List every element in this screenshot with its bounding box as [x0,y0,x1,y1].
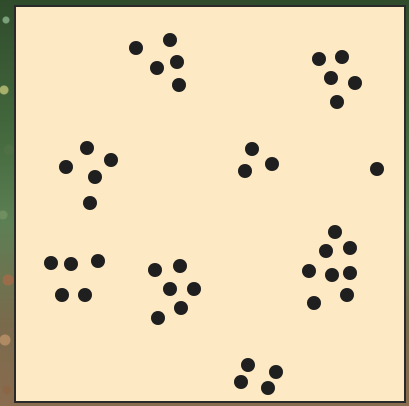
cluster-top-right [312,50,362,109]
dot [241,358,255,372]
dot [234,375,248,389]
cluster-lower-center-left [148,259,201,325]
dot [238,164,252,178]
cluster-bottom-center [234,358,283,395]
cluster-mid-left [59,141,118,210]
dot [59,160,73,174]
cluster-top-left [129,33,186,92]
dot [148,263,162,277]
dot [150,61,164,75]
dots-canvas [16,7,408,405]
dot [187,282,201,296]
dot [78,288,92,302]
dot [325,268,339,282]
dot [170,55,184,69]
single-right [370,162,384,176]
dot [307,296,321,310]
dot [172,78,186,92]
dot [163,33,177,47]
dot [328,225,342,239]
dot [83,196,97,210]
dot [312,52,326,66]
cluster-lower-right [302,225,357,310]
dot [104,153,118,167]
dot [261,381,275,395]
dot [343,266,357,280]
dot [245,142,259,156]
dot [88,170,102,184]
cluster-lower-left [44,254,105,302]
dot [55,288,69,302]
dot [80,141,94,155]
dot [174,301,188,315]
dot [269,365,283,379]
dot [265,157,279,171]
dot [44,256,58,270]
dot-panel [14,5,406,403]
dot [173,259,187,273]
dot [163,282,177,296]
dot [330,95,344,109]
dot [91,254,105,268]
dot [324,71,338,85]
dot [335,50,349,64]
dot [370,162,384,176]
dot [129,41,143,55]
cluster-center [238,142,279,178]
dot [348,76,362,90]
dot [319,244,333,258]
dot [343,241,357,255]
dot [64,257,78,271]
dot [302,264,316,278]
dot [340,288,354,302]
dot [151,311,165,325]
